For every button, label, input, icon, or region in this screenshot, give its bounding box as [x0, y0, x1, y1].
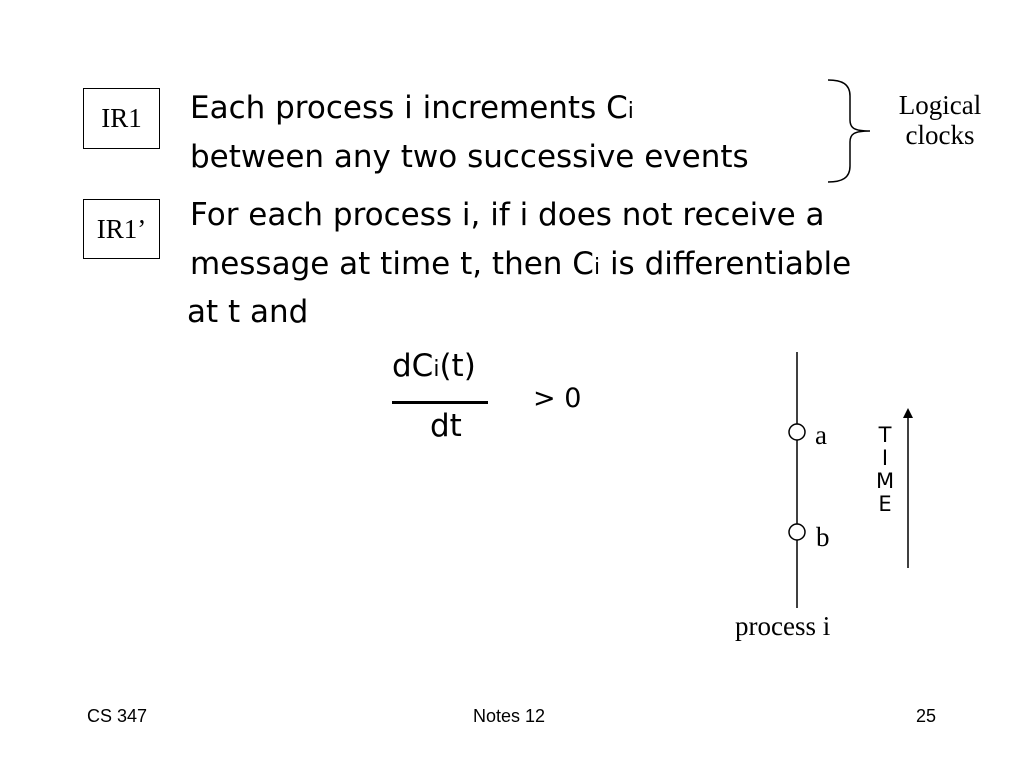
event-label-a: a: [815, 420, 827, 450]
formula-numerator: dCi(t): [392, 346, 476, 390]
footer-title: Notes 12: [473, 706, 546, 726]
text-segment: (t): [439, 348, 476, 384]
rule-ir1-line-1: Each process i increments Ci: [190, 84, 634, 136]
rule-ir1-prime-line-1: For each process i, if i does not receiv…: [190, 191, 825, 239]
text-segment: For each process i, if i does not receiv…: [190, 197, 825, 233]
text-segment: is differentiable: [600, 246, 852, 282]
time-letter: E: [878, 492, 892, 516]
footer-course: CS 347: [87, 706, 148, 726]
fraction-bar: [392, 401, 488, 404]
formula-relation: > 0: [533, 383, 582, 414]
text-segment: at t and: [187, 294, 309, 330]
formula-denominator: dt: [430, 408, 462, 444]
time-letter: T: [878, 423, 892, 447]
rule-ir1-prime-line-2: message at time t, then Ci is differenti…: [190, 240, 851, 292]
time-letter: I: [881, 446, 889, 470]
process-timeline: [788, 352, 806, 608]
text-segment: between any two successive events: [190, 139, 749, 175]
event-label-b: b: [816, 522, 830, 552]
rule-label-ir1: IR1: [83, 88, 160, 149]
footer-page-number: 25: [916, 706, 937, 726]
subscript: i: [593, 255, 601, 280]
subscript: i: [433, 357, 440, 382]
rule-ir1-prime-line-3: at t and: [187, 288, 308, 336]
rule-label-ir1-prime: IR1’: [83, 199, 160, 259]
brace-label-line-2: clocks: [905, 120, 975, 150]
brace-label-line-1: Logical: [898, 90, 982, 120]
time-letter: M: [875, 469, 895, 493]
rule-ir1-line-2: between any two successive events: [190, 133, 749, 181]
curly-brace-icon: [827, 79, 871, 183]
text-segment: Each process i increments C: [190, 90, 628, 126]
event-marker-b: [788, 523, 806, 541]
time-label: T I M E: [874, 424, 896, 516]
process-label: process i: [735, 611, 831, 641]
brace-label: Logical clocks: [880, 90, 1000, 150]
text-segment: message at time t, then C: [190, 246, 594, 282]
up-arrow-icon: [903, 408, 913, 568]
text-segment: dC: [392, 348, 434, 384]
subscript: i: [627, 99, 634, 124]
event-marker-a: [788, 423, 806, 441]
